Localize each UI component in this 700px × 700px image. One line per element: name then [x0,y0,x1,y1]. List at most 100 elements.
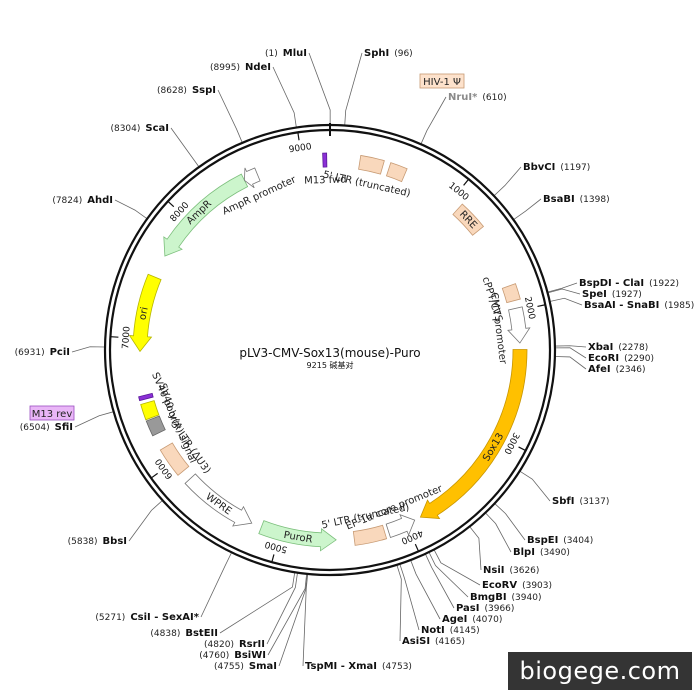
leader-bspdi-clai [547,282,578,293]
tick-8000 [167,200,175,208]
site-position: (3966) [484,604,514,614]
feature-shape-sox13 [419,349,528,520]
leader-mlui [308,52,331,126]
plasmid-name: pLV3-CMV-Sox13(mouse)-Puro [239,346,420,360]
site-labels-layer: MluI(1)SphI(96)NruI*(610)BbvCI(1197)BsaB… [15,48,695,672]
feature-shape-ampr-promoter [244,167,261,189]
site-name: EcoRI [588,353,619,364]
leader-sfii [74,411,114,428]
site-position: (96) [394,49,412,59]
site-name: PciI [50,347,70,358]
site-bspdi-clai: BspDI - ClaI(1922) [579,278,679,289]
site-name: SspI [192,85,216,96]
site-csii-sexai: CsiI - SexAI*(5271) [95,612,199,623]
site-name: BbvCI [523,162,555,173]
site-position: (4760) [199,651,229,661]
site-name: EcoRV [482,580,517,591]
site-sspi: SspI (8628) [157,85,216,96]
site-name: BsaBI [543,194,575,205]
tick-label-9000: 9000 [288,142,312,155]
feature-shape-m13-fwd [322,152,328,168]
site-smai: SmaI (4755) [214,661,277,672]
feature-shape-3-ltr-u3 [159,442,190,476]
feature-shape-sv40-ori [140,400,160,421]
feature-label-m13-fwd: M13 fwd [304,174,347,186]
site-position: (1927) [612,290,642,300]
site-position: (4753) [382,662,412,672]
feature-shape-puror [258,520,337,552]
site-position: (7824) [52,196,82,206]
site-scai: ScaI(8304) [110,123,169,134]
site-position: (3940) [512,593,542,603]
site-pasi: PasI (3966) [456,603,514,614]
site-bsiwi: BsiWI(4760) [199,650,266,661]
m13-rev-tag: M13 rev [29,405,75,421]
feature-shape-cmv-promoter [507,306,531,344]
leader-bmgbi [428,551,469,598]
site-mlui: MluI(1) [265,48,307,59]
site-name: ScaI [145,123,169,134]
feature-label-cmv-promoter: CMV promoter [488,292,508,366]
feature-shape-hiv-1 [385,162,408,183]
leader-nrui [420,96,447,145]
leader-bsiwi [267,573,308,656]
m13-rev-tag-text: M13 rev [32,409,73,420]
leader-sphi [344,52,363,126]
feature-shape-5-ltr-truncated [358,154,385,175]
site-bsaai-snabi: BsaAI - SnaBI(1985) [584,300,694,311]
site-position: (5838) [68,537,98,547]
site-position: (4165) [435,637,465,647]
site-name: PasI [456,603,479,614]
feature-puror: PuroR [258,520,337,552]
leader-bsteii [219,572,296,634]
leader-bbvci [493,166,522,197]
site-noti: NotI(4145) [421,625,480,636]
site-name: SmaI [249,661,277,672]
site-nsii: NsiI(3626) [483,565,539,576]
leader-pasi [424,553,455,609]
site-position: (2290) [624,354,654,364]
site-bspei: BspEI(3404) [527,535,593,546]
site-name: AfeI [588,364,611,375]
leader-xbai [554,345,587,348]
tick-4000 [414,543,420,552]
site-name: BmgBI [470,592,507,603]
site-name: NsiI [483,565,504,576]
site-pcii: PciI(6931) [15,347,70,358]
site-name: TspMI - XmaI [305,661,377,672]
leader-spei [547,288,581,295]
site-position: (3490) [540,548,570,558]
site-name: NdeI [245,62,271,73]
site-ahdi: AhdI(7824) [52,195,113,206]
feature-rre: RRE [452,203,485,236]
feature-label-ori: ori [137,306,150,321]
site-position: (8628) [157,86,187,96]
feature-shape-rre [452,203,485,236]
site-bmgbi: BmgBI (3940) [470,592,541,603]
leader-afei [554,356,587,370]
leader-noti [399,563,420,631]
feature-shape-sv40-poly-a-signal [145,415,166,437]
feature-shape-wpre [184,473,253,527]
site-name: XbaI [588,342,613,353]
site-position: (3903) [522,581,552,591]
site-name: AgeI [442,614,467,625]
site-position: (3404) [563,536,593,546]
feature-shape-5-ltr-truncated-b [352,524,388,546]
site-position: (3137) [579,497,609,507]
plasmid-size: 9215 碱基对 [307,360,354,370]
site-position: (4755) [214,662,244,672]
leader-bbsi [128,500,163,542]
site-position: (1922) [649,279,679,289]
feature-shape-ef-1-core-promoter [385,514,416,538]
feature-label-puror: PuroR [283,530,314,546]
leader-ndei [272,66,297,128]
feature-wpre: WPRE [184,473,253,527]
hiv-tag-text: HIV-1 Ψ [423,77,461,88]
site-position: (1985) [664,301,694,311]
site-position: (4145) [450,626,480,636]
site-name: SphI [364,48,389,59]
site-name: RsrII [239,639,265,650]
site-name: SfiI [55,422,73,433]
